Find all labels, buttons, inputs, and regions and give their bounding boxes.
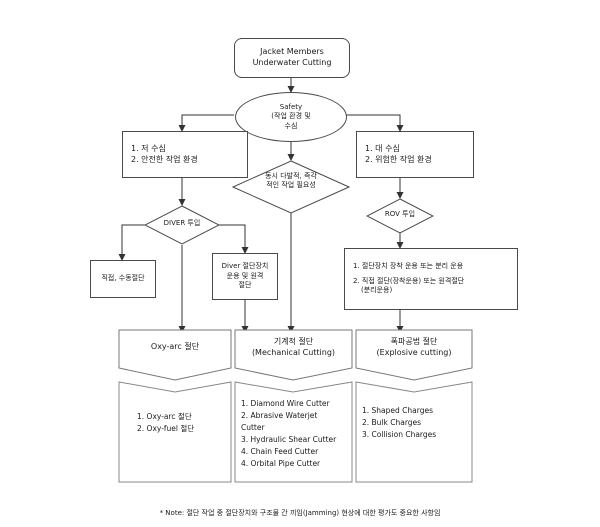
oxy-method-header: Oxy-arc 절단 <box>119 342 231 353</box>
multi-task-decision <box>232 160 350 214</box>
root-title-line2: Underwater Cutting <box>252 58 332 67</box>
deep-line1: 1. 대 수심 <box>365 143 400 153</box>
diver-label-wrap: DIVER 투입 <box>144 219 220 228</box>
explosive-ko-label: 폭파공법 절단 <box>390 337 438 346</box>
manual-label: 직접, 수동절단 <box>101 274 145 283</box>
mechanical-ko-label: 기계적 절단 <box>273 337 314 346</box>
safety-line3: 수심 <box>284 121 298 130</box>
oxy-list-item: 2. Oxy-fuel 절단 <box>137 424 195 433</box>
rov-operations-box: 1. 절단장치 장착 운용 또는 분리 운용 2. 직접 절단(장착운용) 또는… <box>344 248 518 310</box>
safety-line2: (작업 환경 및 <box>271 112 311 121</box>
mechanical-en-label: (Mechanical Cutting) <box>251 347 336 357</box>
mechanical-list-item: 3. Hydraulic Shear Cutter <box>241 435 337 444</box>
multi-line1: 동시 다발적, 즉각 <box>265 172 317 180</box>
mechanical-list: 1. Diamond Wire Cutter 2. Abrasive Water… <box>241 398 336 470</box>
diver-equip-line2: 운용 및 원격 <box>226 271 264 280</box>
explosive-list-item: 3. Collision Charges <box>362 430 437 439</box>
explosive-list: 1. Shaped Charges 2. Bulk Charges 3. Col… <box>362 405 436 441</box>
diver-decision <box>144 205 220 245</box>
shallow-line1: 1. 저 수심 <box>131 143 166 153</box>
rov-label-wrap: ROV 투입 <box>366 210 434 219</box>
diver-equip-line1: Diver 절단장치 <box>221 262 269 271</box>
mechanical-method-header: 기계적 절단 (Mechanical Cutting) <box>235 337 352 359</box>
rov-ops-item2a: 2. 직접 절단(장착운용) 또는 원격절단 <box>353 276 465 285</box>
diver-equipment-box: Diver 절단장치 운용 및 원격 절단 <box>212 253 278 300</box>
oxy-method-label: Oxy-arc 절단 <box>150 342 200 351</box>
deep-condition-box: 1. 대 수심 2. 위험한 작업 환경 <box>356 131 474 178</box>
mechanical-list-item: 4. Chain Feed Cutter <box>241 447 319 456</box>
rov-ops-item1: 1. 절단장치 장착 운용 또는 분리 운용 <box>353 262 464 271</box>
safety-decision: Safety (작업 환경 및 수심 <box>235 92 347 142</box>
mechanical-list-item: 1. Diamond Wire Cutter <box>241 399 330 408</box>
mechanical-list-item: Cutter <box>241 423 265 432</box>
explosive-list-item: 1. Shaped Charges <box>362 406 433 415</box>
manual-cutting-box: 직접, 수동절단 <box>90 260 156 298</box>
multi-task-label: 동시 다발적, 즉각 적인 작업 필요성 <box>232 172 350 191</box>
multi-line2: 적인 작업 필요성 <box>266 181 316 190</box>
explosive-method-header: 폭파공법 절단 (Explosive cutting) <box>356 337 472 359</box>
shallow-condition-box: 1. 저 수심 2. 안전한 작업 환경 <box>122 131 248 178</box>
footnote-text: * Note: 절단 작업 중 절단장치와 구조물 간 끼임(Jamming) … <box>159 509 441 517</box>
root-node: Jacket Members Underwater Cutting <box>234 38 350 78</box>
mechanical-list-item: 2. Abrasive Waterjet <box>241 411 318 420</box>
explosive-en-label: (Explosive cutting) <box>376 347 452 357</box>
diver-equip-line3: 절단 <box>238 281 252 290</box>
rov-label: ROV 투입 <box>384 210 416 218</box>
deep-line2: 2. 위험한 작업 환경 <box>365 154 432 164</box>
footnote: * Note: 절단 작업 중 절단장치와 구조물 간 끼임(Jamming) … <box>0 500 600 519</box>
root-title-line1: Jacket Members <box>260 47 324 57</box>
safety-line1: Safety <box>279 102 303 111</box>
rov-ops-item2b: (분리운용) <box>361 286 393 295</box>
mechanical-list-item: 4. Orbital Pipe Cutter <box>241 459 321 468</box>
diver-label: DIVER 투입 <box>163 219 201 227</box>
shallow-line2: 2. 안전한 작업 환경 <box>131 154 198 164</box>
oxy-list: 1. Oxy-arc 절단 2. Oxy-fuel 절단 <box>137 411 194 435</box>
rov-decision <box>366 198 434 234</box>
oxy-list-item: 1. Oxy-arc 절단 <box>137 412 192 421</box>
explosive-list-item: 2. Bulk Charges <box>362 418 422 427</box>
